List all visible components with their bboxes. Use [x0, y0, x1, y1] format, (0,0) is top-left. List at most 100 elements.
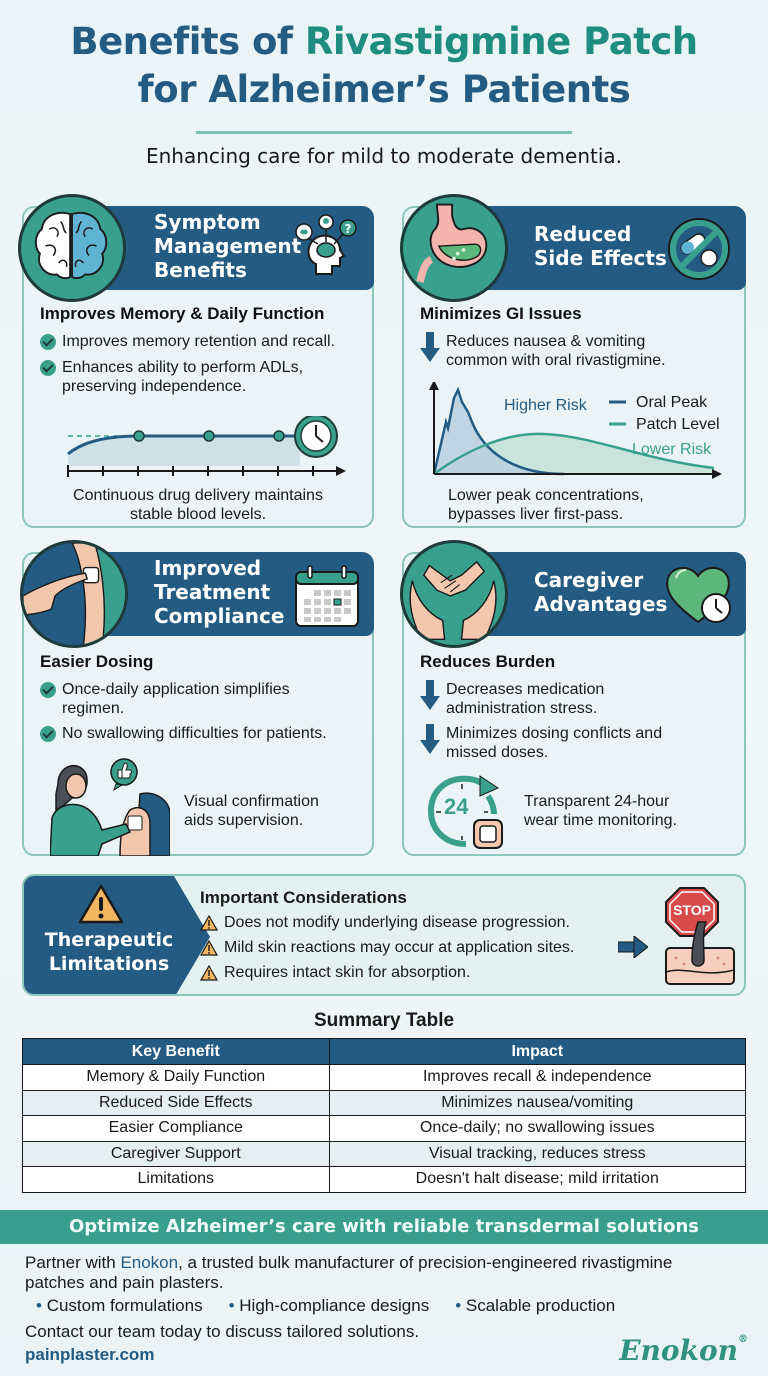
stomach-icon: [400, 194, 508, 302]
section-heading: Reduces Burden: [420, 652, 556, 671]
steady-level-chart: [67, 416, 346, 477]
bullet-line: Enhances ability to perform ADLs,: [62, 359, 304, 376]
feature-list: Custom formulations High-compliance desi…: [36, 1296, 616, 1316]
legend-patch-level: Patch Level: [636, 416, 720, 433]
title-line: Therapeutic: [44, 929, 174, 951]
card-caregiver-advantages: Caregiver Advantages Reduces Burden Decr…: [400, 540, 746, 856]
caption-line: stable blood levels.: [129, 506, 267, 523]
title-line: Compliance: [154, 604, 285, 628]
warning-icon: [200, 915, 218, 931]
title-accent: Rivastigmine Patch: [304, 20, 698, 63]
title-line2: for Alzheimer’s Patients: [137, 68, 631, 111]
partner-prefix: Partner with: [25, 1253, 121, 1272]
table-cell: Reduced Side Effects: [22, 1089, 330, 1116]
partner-brand: Enokon: [120, 1253, 179, 1272]
limitations-title: Therapeutic Limitations: [34, 928, 184, 976]
bullet-line: Reduces nausea & vomiting: [446, 333, 646, 350]
table-cell: Limitations: [22, 1166, 330, 1193]
title-line: Treatment: [154, 580, 271, 604]
card-title: Symptom Management Benefits: [154, 210, 301, 282]
card-caption: Transparent 24-hour wear time monitoring…: [524, 792, 677, 830]
limitation-item: Mild skin reactions may occur at applica…: [200, 939, 574, 957]
concentration-chart: [429, 382, 722, 479]
bullet-line: administration stress.: [446, 700, 598, 717]
title-line: Side Effects: [534, 246, 667, 270]
table-cell: Once-daily; no swallowing issues: [328, 1115, 747, 1142]
bullet-item: Enhances ability to perform ADLs, preserv…: [40, 358, 303, 396]
apply-patch-icon: [20, 540, 128, 648]
table-cell: Memory & Daily Function: [22, 1064, 330, 1091]
column-header: Impact: [328, 1038, 747, 1065]
title-line: Management: [154, 234, 302, 258]
column-header: Key Benefit: [22, 1038, 330, 1065]
check-icon: [40, 726, 56, 742]
limitation-text: Does not modify underlying disease progr…: [224, 914, 570, 931]
registered-mark: ®: [738, 1334, 748, 1345]
card-title: Caregiver Advantages: [534, 568, 667, 616]
therapeutic-limitations-panel: Therapeutic Limitations Important Consid…: [22, 874, 746, 996]
section-heading: Improves Memory & Daily Function: [40, 304, 325, 323]
section-heading: Easier Dosing: [40, 652, 154, 671]
stop-label: STOP: [673, 902, 711, 918]
title-line: Caregiver: [534, 568, 644, 592]
card-caption: Visual confirmation aids supervision.: [184, 792, 319, 830]
card-header: Symptom Management Benefits ?: [72, 206, 374, 290]
partner-text: Partner with Enokon, a trusted bulk manu…: [25, 1253, 672, 1293]
title-line: Limitations: [48, 953, 170, 975]
table-cell: Improves recall & independence: [328, 1064, 747, 1091]
bullet-item: No swallowing difficulties for patients.: [40, 724, 327, 743]
title-part1: Benefits of: [70, 20, 305, 63]
bullet-text: Improves memory retention and recall.: [62, 333, 335, 350]
summary-table-title: Summary Table: [313, 1010, 455, 1031]
table-cell: Easier Compliance: [22, 1115, 330, 1142]
bullet-text: Reduces nausea & vomiting common with ora…: [446, 332, 666, 370]
warning-icon: [78, 884, 124, 924]
table-header-row: Key Benefit Impact: [22, 1038, 747, 1065]
brain-icon: [18, 194, 126, 302]
calendar-icon: [295, 565, 359, 627]
bullet-item: Improves memory retention and recall.: [40, 332, 335, 351]
bullet-text: No swallowing difficulties for patients.: [62, 725, 327, 742]
bullet-item: Reduces nausea & vomiting common with ora…: [420, 332, 666, 370]
limitation-text: Mild skin reactions may occur at applica…: [224, 939, 575, 956]
higher-risk-label: Higher Risk: [504, 397, 587, 414]
logo-text: Enokon: [619, 1334, 738, 1367]
website-link[interactable]: painplaster.com: [25, 1345, 155, 1364]
caption-line: bypasses liver first-pass.: [448, 506, 624, 523]
heart-clock-icon: [666, 567, 731, 624]
skin-hair-follicle-icon: [665, 921, 735, 985]
lower-risk-label: Lower Risk: [632, 441, 712, 458]
down-arrow-icon: [420, 332, 440, 362]
bullet-line: common with oral rivastigmine.: [446, 352, 666, 369]
partner-line2: patches and pain plasters.: [25, 1273, 224, 1292]
bullet-line: preserving independence.: [62, 378, 247, 395]
limitations-banner: [24, 876, 210, 994]
feature-item: Scalable production: [455, 1296, 615, 1316]
caption-line: Transparent 24-hour: [524, 793, 670, 810]
head-thinking-icon: ?: [295, 214, 357, 275]
title-line: Reduced: [534, 222, 632, 246]
section-heading: Important Considerations: [200, 888, 407, 907]
card-title: Reduced Side Effects: [534, 222, 667, 270]
caption-line: aids supervision.: [184, 812, 304, 829]
title-line: Advantages: [534, 592, 668, 616]
table-cell: Visual tracking, reduces stress: [328, 1140, 747, 1167]
table-cell: Caregiver Support: [22, 1140, 330, 1167]
check-icon: [40, 682, 56, 698]
card-symptom-management: Symptom Management Benefits ? Improves M…: [18, 194, 374, 528]
warning-icon: [200, 965, 218, 981]
subtitle: Enhancing care for mild to moderate deme…: [145, 144, 622, 168]
clock-number: 24: [444, 794, 469, 819]
card-title: Improved Treatment Compliance: [154, 556, 284, 628]
check-icon: [40, 360, 56, 376]
caption-line: Visual confirmation: [184, 793, 319, 810]
card-caption: Lower peak concentrations, bypasses live…: [448, 486, 644, 524]
